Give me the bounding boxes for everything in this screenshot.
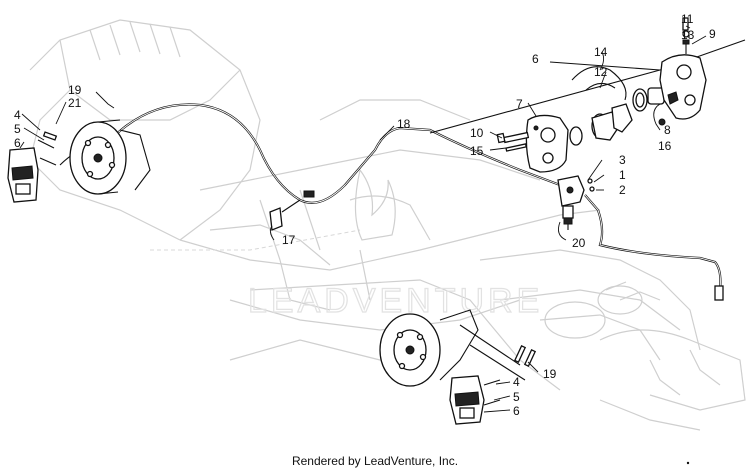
corner-dot xyxy=(686,461,690,465)
callout-13: 13 xyxy=(681,28,695,42)
callout-4-top: 4 xyxy=(14,108,21,122)
callout-15: 15 xyxy=(470,144,484,158)
callout-labels: 11 13 9 14 6 12 7 10 15 8 16 3 1 2 20 18… xyxy=(14,12,716,418)
leader-lines xyxy=(19,25,707,413)
brake-line-18 xyxy=(59,103,724,301)
callout-9: 9 xyxy=(709,27,716,41)
callout-6-left: 6 xyxy=(14,136,21,150)
callout-6-bottom: 6 xyxy=(513,404,520,418)
brake-line-bracket-17 xyxy=(269,199,301,231)
callout-10: 10 xyxy=(470,126,484,140)
assembly-bracket-6 xyxy=(429,39,746,134)
callout-16: 16 xyxy=(658,139,672,153)
front-caliper-left xyxy=(7,131,58,203)
callout-5-bottom: 5 xyxy=(513,390,520,404)
svg-text:LEADVENTURE: LEADVENTURE xyxy=(248,282,543,320)
callout-6-top: 6 xyxy=(532,52,539,66)
callout-8: 8 xyxy=(664,123,671,137)
front-brake-disc xyxy=(69,119,151,195)
caliper-body-7 xyxy=(525,114,569,173)
rear-caliper xyxy=(449,375,501,425)
caliper-housing-8 xyxy=(658,54,707,126)
callout-20: 20 xyxy=(572,236,586,250)
callout-17: 17 xyxy=(282,233,296,247)
callout-4-bottom: 4 xyxy=(513,375,520,389)
junction-block xyxy=(557,175,595,230)
rear-bolts xyxy=(513,345,537,367)
callout-7: 7 xyxy=(516,97,523,111)
callout-1: 1 xyxy=(619,168,626,182)
callout-3: 3 xyxy=(619,153,626,167)
callout-14: 14 xyxy=(594,45,608,59)
callout-5-top: 5 xyxy=(14,122,21,136)
callout-2: 2 xyxy=(619,183,626,197)
callout-21: 21 xyxy=(68,96,82,110)
bleeder-screw xyxy=(682,17,690,54)
footer-credit: Rendered by LeadVenture, Inc. xyxy=(291,454,459,468)
callout-19-bottom: 19 xyxy=(543,367,557,381)
pistons-seals xyxy=(569,66,665,146)
callout-18: 18 xyxy=(397,117,411,131)
watermark-logo: LEADVENTURE xyxy=(247,168,543,321)
rear-brake-disc xyxy=(379,309,526,387)
callout-11: 11 xyxy=(681,12,694,26)
callout-12: 12 xyxy=(594,65,608,79)
atv-frame-ghost xyxy=(29,19,746,431)
callout-19-top: 19 xyxy=(68,83,82,97)
